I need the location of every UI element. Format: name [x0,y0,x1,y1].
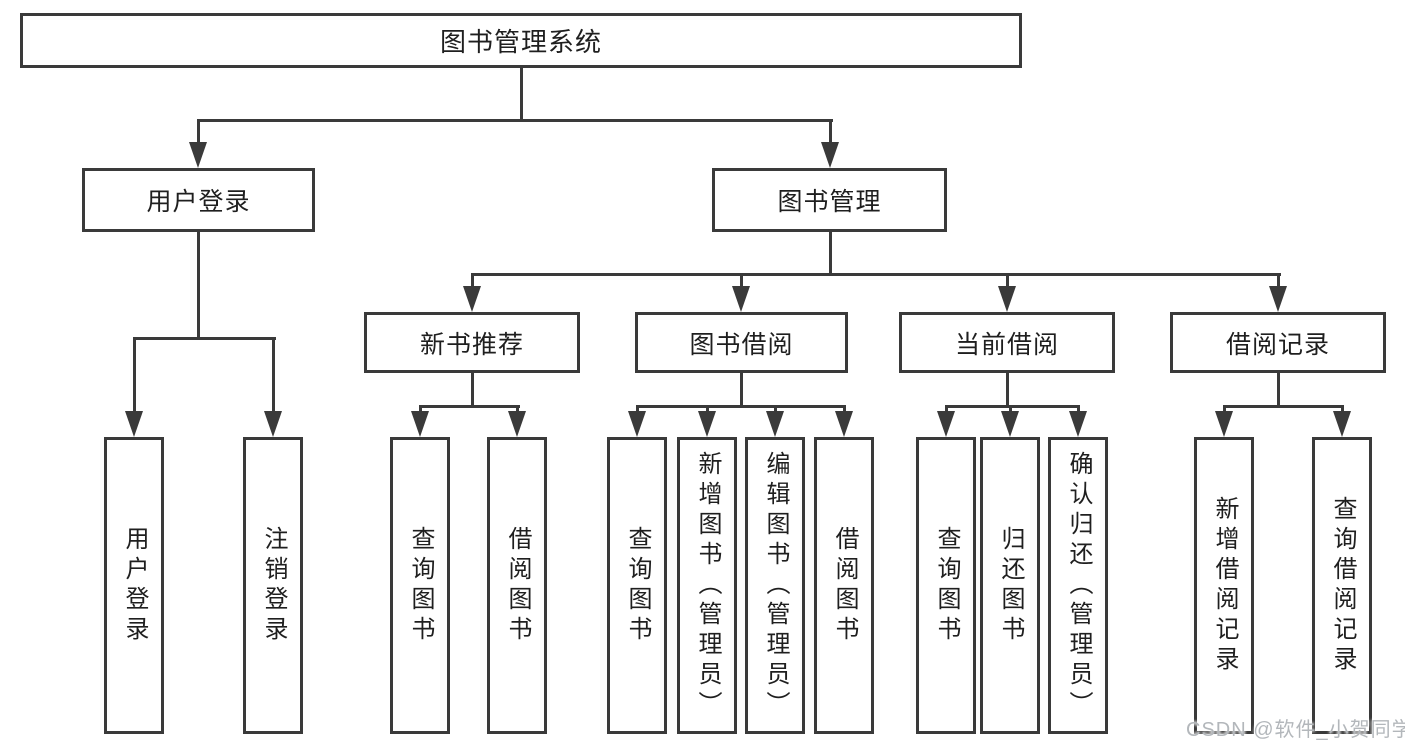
connector-line [1077,405,1080,415]
arrow-down-icon [189,142,207,168]
arrow-down-icon [463,286,481,312]
connector-line [945,405,948,415]
connector-line [740,373,743,408]
node-label: 注销登录 [260,525,287,646]
node-add-borrow-record: 新增借阅记录 [1194,437,1254,734]
arrow-down-icon [508,411,526,437]
node-label: 新增借阅记录 [1211,495,1238,676]
arrow-down-icon [264,411,282,437]
connector-line [419,405,422,415]
node-login-leaf: 用户登录 [104,437,164,734]
node-borrow-books: 借阅图书 [814,437,874,734]
node-query-borrow-record: 查询借阅记录 [1312,437,1372,734]
connector-line [636,405,846,408]
arrow-down-icon [1069,411,1087,437]
arrow-down-icon [821,142,839,168]
node-borrowing-records: 借阅记录 [1170,312,1386,373]
arrow-down-icon [998,286,1016,312]
connector-line [272,337,275,415]
connector-line [471,273,474,290]
node-book-borrowing: 图书借阅 [635,312,848,373]
node-label: 借阅图书 [504,525,531,646]
arrow-down-icon [628,411,646,437]
node-label: 查询图书 [624,525,651,646]
arrow-down-icon [937,411,955,437]
node-add-books-admin: 新增图书（管理员） [677,437,737,734]
connector-line [471,273,1281,276]
connector-line [516,405,519,415]
node-label: 确认归还（管理员） [1065,450,1092,721]
connector-line [774,405,777,415]
node-label: 查询图书 [933,525,960,646]
connector-line [843,405,846,415]
node-new-book-recommendation: 新书推荐 [364,312,580,373]
arrow-down-icon [125,411,143,437]
arrow-down-icon [1001,411,1019,437]
connector-line [133,337,276,340]
connector-line [471,373,474,408]
connector-line [1006,273,1009,290]
node-label: 借阅图书 [831,525,858,646]
connector-line [636,405,639,415]
arrow-down-icon [835,411,853,437]
node-label: 用户登录 [121,525,148,646]
arrow-down-icon [411,411,429,437]
node-return-books: 归还图书 [980,437,1040,734]
connector-line [1223,405,1226,415]
connector-line [740,273,743,290]
connector-line [1277,373,1280,408]
node-label: 编辑图书（管理员） [762,450,789,721]
arrow-down-icon [1269,286,1287,312]
node-current-borrowing: 当前借阅 [899,312,1115,373]
connector-line [1223,405,1344,408]
arrow-down-icon [766,411,784,437]
arrow-down-icon [1215,411,1233,437]
node-query-books-current: 查询图书 [916,437,976,734]
connector-line [1341,405,1344,415]
connector-line [829,232,832,276]
arrow-down-icon [698,411,716,437]
connector-line [706,405,709,415]
node-user-login: 用户登录 [82,168,315,232]
connector-line [197,119,833,122]
node-label: 查询图书 [407,525,434,646]
node-borrow-books-recommend: 借阅图书 [487,437,547,734]
node-confirm-return-admin: 确认归还（管理员） [1048,437,1108,734]
node-root: 图书管理系统 [20,13,1022,68]
connector-line [133,337,136,415]
connector-line [520,68,523,122]
connector-line [1277,273,1280,290]
connector-line [197,119,200,146]
connector-line [829,119,832,146]
watermark: CSDN @软件_小贺同学 [1186,719,1405,741]
connector-line [197,232,200,340]
node-label: 新增图书（管理员） [694,450,721,721]
node-query-books-borrow: 查询图书 [607,437,667,734]
arrow-down-icon [1333,411,1351,437]
connector-line [1009,405,1012,415]
node-query-books-recommend: 查询图书 [390,437,450,734]
node-book-management: 图书管理 [712,168,947,232]
node-label: 查询借阅记录 [1329,495,1356,676]
connector-line [945,405,1080,408]
arrow-down-icon [732,286,750,312]
node-edit-books-admin: 编辑图书（管理员） [745,437,805,734]
node-logout-leaf: 注销登录 [243,437,303,734]
connector-line [419,405,520,408]
node-label: 归还图书 [997,525,1024,646]
connector-line [1006,373,1009,408]
